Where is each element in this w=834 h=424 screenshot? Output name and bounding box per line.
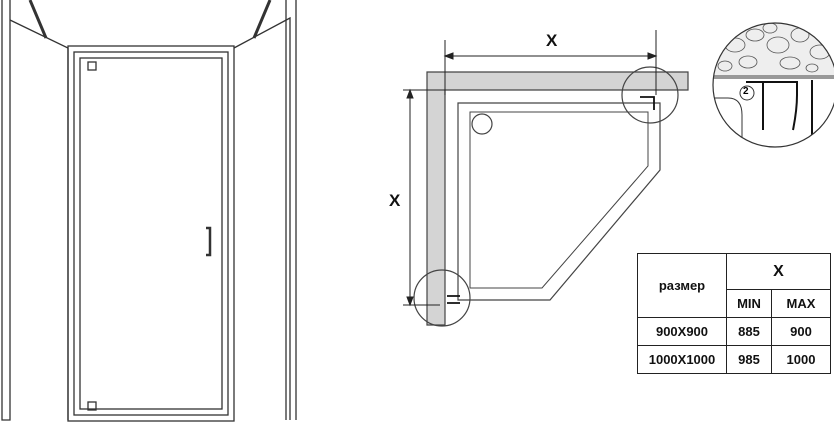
table-row: 1000X1000 985 1000 — [637, 345, 831, 374]
top-dimension-label: X — [546, 31, 558, 50]
header-x: X — [726, 253, 831, 290]
max-cell: 1000 — [771, 345, 831, 374]
min-cell: 885 — [726, 317, 772, 346]
table-row: 900X900 885 900 — [637, 317, 831, 346]
min-cell: 985 — [726, 345, 772, 374]
size-cell: 1000X1000 — [637, 345, 727, 374]
size-cell: 900X900 — [637, 317, 727, 346]
side-dimension-label: X — [389, 191, 401, 210]
size-table: размер X MIN MAX 900X900 885 900 1000X10… — [637, 253, 831, 374]
tray-plan-view — [413, 66, 689, 327]
detail-marker: 2 — [743, 86, 749, 97]
header-size: размер — [637, 253, 727, 318]
enclosure-front-view — [1, 0, 297, 422]
header-min: MIN — [726, 289, 772, 318]
header-max: MAX — [771, 289, 831, 318]
wall-detail-zoom — [712, 22, 834, 148]
max-cell: 900 — [771, 317, 831, 346]
drain-icon — [471, 113, 493, 135]
dimension-lines — [403, 30, 658, 307]
